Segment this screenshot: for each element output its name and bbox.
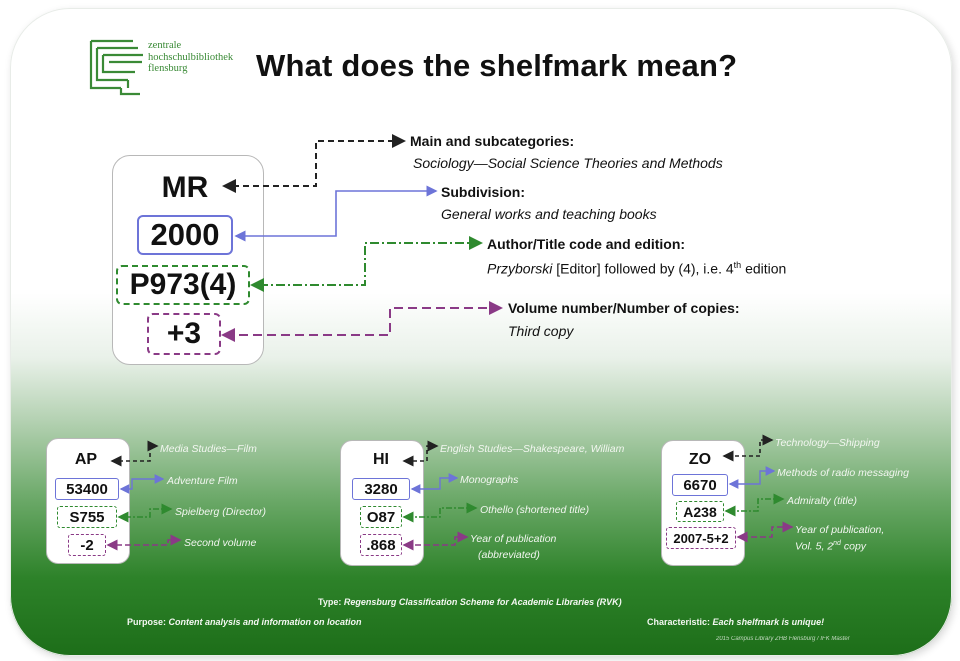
footer-credit: 2015 Campus Library ZHB Flensburg / IFK … [716,636,850,642]
example-ap-copy: -2 [68,534,106,556]
example-ap-subdivision: 53400 [55,478,119,500]
footer-purpose-label: Purpose: [127,617,167,627]
footer-type: Type: Regensburg Classification Scheme f… [318,597,622,607]
footer-characteristic: Characteristic: Each shelfmark is unique… [647,617,824,627]
zo-label-author: Admiralty (title) [787,495,858,507]
hi-label-copy-sub: (abbreviated) [478,549,540,561]
ap-connector-subdivision [119,474,165,494]
ap-connector-author [117,503,173,523]
hi-label-category: English Studies—Shakespeare, William [440,443,625,455]
connector-copy [221,301,503,342]
footer-purpose-value: Content analysis and information on loca… [168,617,362,627]
main-label-copy-heading: Volume number/Number of copies: [508,300,740,316]
main-label-subdivision-heading: Subdivision: [441,184,525,200]
example-ap-category: AP [62,448,110,472]
page-title: What does the shelfmark mean? [256,48,738,83]
main-label-category-heading: Main and subcategories: [410,133,575,149]
hi-connector-author [402,502,478,523]
connector-subdivision [234,185,438,242]
logo-line-1: zentrale [148,40,182,51]
hi-connector-category [402,440,439,467]
ap-label-author: Spielberg (Director) [175,506,267,518]
main-label-author-detail: Przyborski [Editor] followed by (4), i.e… [487,260,786,277]
main-label-category-detail: Sociology—Social Science Theories and Me… [413,155,723,171]
zo-label-copy: Year of publication, [795,524,885,536]
ap-label-category: Media Studies—Film [160,443,257,455]
library-logo-icon [89,39,143,96]
ap-label-subdivision: Adventure Film [167,475,238,487]
hi-connector-subdivision [410,473,459,494]
example-zo-subdivision: 6670 [672,474,728,496]
example-zo-category: ZO [676,448,724,472]
example-hi-subdivision: 3280 [352,478,410,500]
zo-connector-subdivision [728,466,776,489]
main-code-category: MR [140,168,230,208]
main-code-copy: +3 [147,313,221,355]
connector-category [222,134,406,193]
logo-line-3: flensburg [148,63,188,74]
zo-copy-sup: nd [833,540,841,547]
main-label-subdivision-detail: General works and teaching books [441,206,657,222]
logo-line-2: hochschulbibliothek [148,51,234,63]
zo-connector-category [722,434,774,462]
zo-copy-sub-end: copy [840,540,867,553]
footer-char-value: Each shelfmark is unique! [712,617,825,627]
zo-label-subdivision: Methods of radio messaging [777,467,909,479]
hi-label-subdivision: Monographs [460,474,519,486]
footer-type-value: Regensburg Classification Scheme for Aca… [343,597,622,607]
footer-type-label: Type: [318,597,342,607]
footer-purpose: Purpose: Content analysis and informatio… [127,617,362,627]
zo-connector-copy [736,521,794,543]
main-label-copy-detail: Third copy [508,323,574,339]
ap-label-copy: Second volume [184,537,257,549]
connector-author [250,236,483,292]
author-detail-post: edition [741,260,787,277]
example-hi-copy: .868 [360,534,402,556]
hi-label-copy: Year of publication [470,533,557,545]
example-zo-copy: 2007-5+2 [666,527,736,549]
zo-copy-sub-main: Vol. 5, 2 [795,540,834,553]
zo-label-copy-sub: Vol. 5, 2nd copy [795,540,866,553]
author-detail-sup: th [733,260,742,270]
hi-label-author: Othello (shortened title) [480,504,590,516]
main-code-author: P973(4) [116,265,250,305]
footer-char-label: Characteristic: [647,617,711,627]
zo-connector-author [724,493,785,517]
example-hi-category: HI [357,448,405,472]
ap-connector-copy [106,534,182,551]
main-code-subdivision: 2000 [137,215,233,255]
hi-connector-copy [402,531,469,551]
logo-text: zentrale hochschulbibliothek flensburg [148,40,233,75]
example-zo-author: A238 [676,501,724,522]
ap-connector-category [110,440,159,467]
zo-label-category: Technology—Shipping [775,437,880,449]
main-label-author-heading: Author/Title code and edition: [487,236,686,252]
example-hi-author: O87 [360,506,402,528]
author-name: Przyborski [487,260,553,277]
example-ap-author: S755 [57,506,117,528]
author-detail-text: [Editor] followed by (4), i.e. 4 [556,260,734,277]
